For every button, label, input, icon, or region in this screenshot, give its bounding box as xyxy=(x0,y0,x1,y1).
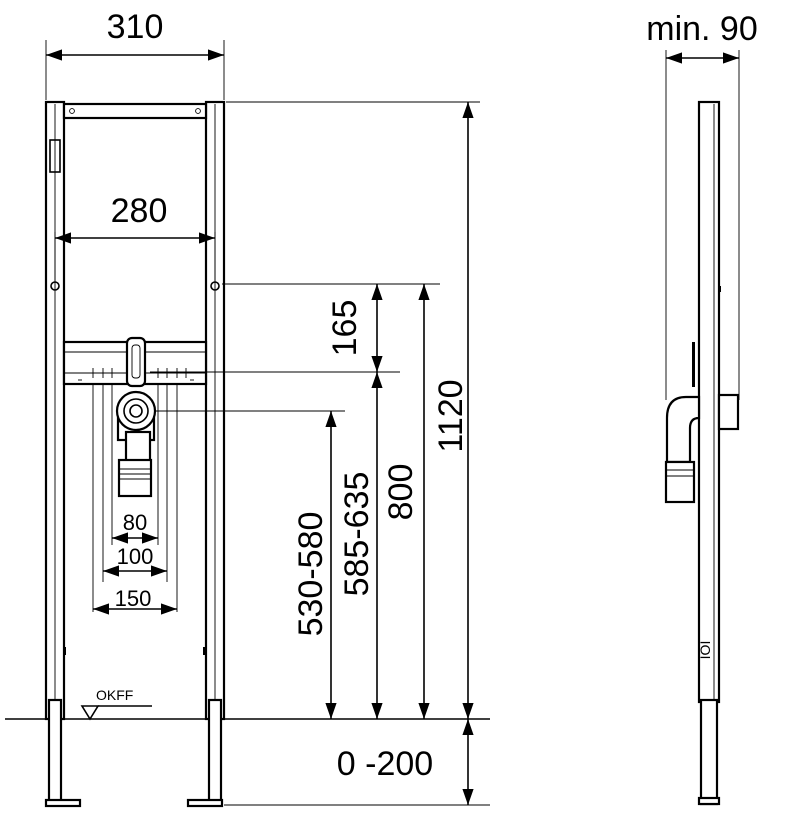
drain-outlet-inner xyxy=(123,398,149,424)
top-hole-right xyxy=(195,108,201,114)
leg-adjust-label: 0 -200 xyxy=(337,745,433,783)
height-585-635-label: 585-635 xyxy=(338,472,376,597)
side-mark-top xyxy=(718,286,721,292)
side-bracket xyxy=(717,393,740,431)
outlet-slot xyxy=(131,344,141,379)
left-foot xyxy=(44,798,82,808)
post-hole-left xyxy=(63,647,66,655)
side-post xyxy=(697,100,721,704)
side-mark-text: IOI xyxy=(697,641,713,660)
crossbar-ticks xyxy=(78,368,194,381)
side-drain-sleeve xyxy=(664,460,696,504)
spacing-80-label: 80 xyxy=(123,510,147,535)
left-leg xyxy=(47,698,63,806)
front-dimensions: 310 280 165 585-635 530-580 800 1120 0 -… xyxy=(45,8,490,806)
floor-level-triangle xyxy=(80,705,100,721)
drain-outlet-core xyxy=(129,404,143,418)
width-310-label: 310 xyxy=(107,8,164,46)
side-mark-mid xyxy=(692,342,695,387)
top-crossbar xyxy=(62,102,208,120)
side-foot xyxy=(697,796,721,806)
side-leg xyxy=(699,698,719,806)
spacing-150-label: 150 xyxy=(115,586,152,611)
side-clip xyxy=(49,139,61,173)
post-hole-right xyxy=(203,647,206,655)
height-530-580-label: 530-580 xyxy=(292,512,330,637)
right-foot xyxy=(186,798,224,808)
side-view: min. 90 IOI xyxy=(646,10,758,806)
right-leg xyxy=(207,698,223,806)
spacing-100-label: 100 xyxy=(117,544,154,569)
front-view: OKFF xyxy=(5,100,490,808)
outlet-plate xyxy=(125,336,147,388)
width-280-label: 280 xyxy=(111,192,168,230)
height-1120-label: 1120 xyxy=(432,379,470,452)
height-800-label: 800 xyxy=(382,464,420,521)
drain-sleeve xyxy=(117,458,153,498)
side-drain-elbow xyxy=(665,395,701,464)
depth-label: min. 90 xyxy=(646,10,758,48)
drain-flange xyxy=(115,390,157,432)
floor-level-label: OKFF xyxy=(96,687,133,703)
top-hole-left xyxy=(69,108,75,114)
height-165-label: 165 xyxy=(326,300,364,357)
